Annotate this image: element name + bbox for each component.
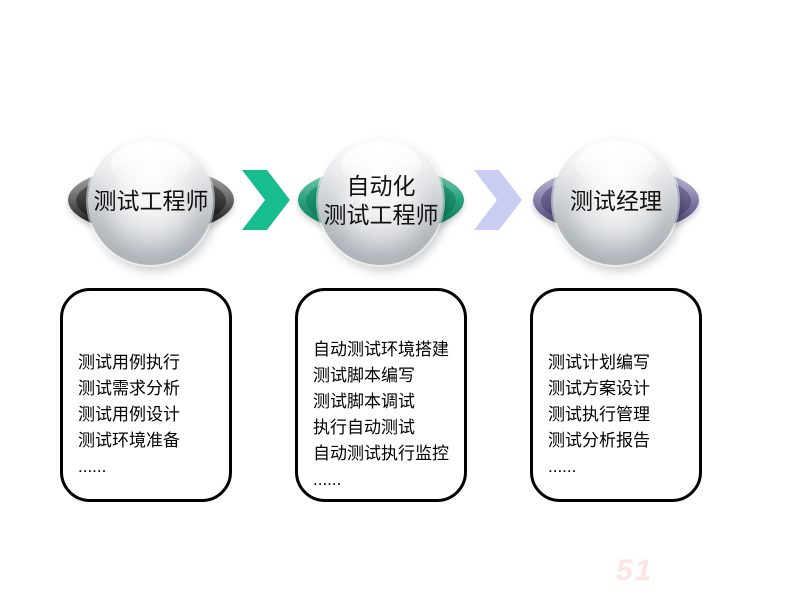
role-node-label-line: 测试工程师 (93, 187, 209, 214)
task-list-item: 测试脚本调试 (313, 392, 415, 411)
task-list-item: 测试用例执行 (78, 353, 180, 372)
task-box-automation-test-engineer: 自动测试环境搭建测试脚本编写测试脚本调试执行自动测试自动测试执行监控...... (295, 288, 467, 502)
task-box-test-engineer: 测试用例执行测试需求分析测试用例设计测试环境准备...... (60, 288, 232, 502)
sphere-shape (318, 137, 443, 265)
task-box-test-manager: 测试计划编写测试方案设计测试执行管理测试分析报告...... (530, 288, 702, 502)
role-node-label-line: 测试经理 (570, 187, 662, 214)
task-list-item: 测试用例设计 (78, 405, 180, 424)
task-list-item: 测试方案设计 (548, 379, 650, 398)
task-list-item: ...... (313, 470, 342, 489)
role-node-label: 测试经理 (513, 135, 719, 267)
role-node-label: 自动化 测试工程师 (278, 135, 484, 267)
task-list-item: ...... (548, 457, 577, 476)
watermark: 51 (616, 554, 654, 587)
role-node-label-line: 自动化 (346, 173, 416, 199)
task-list-item: 测试环境准备 (78, 431, 180, 450)
sphere-shape (553, 137, 678, 265)
role-node-label-line: 测试工程师 (323, 202, 439, 228)
task-list: 测试用例执行测试需求分析测试用例设计测试环境准备...... (63, 350, 229, 480)
task-list-item: 测试计划编写 (548, 353, 650, 372)
task-list-item: 自动测试执行监控 (313, 444, 449, 463)
role-node-test-manager: 测试经理 (533, 135, 699, 275)
role-node-test-engineer: 测试工程师 (68, 135, 234, 275)
role-node-label: 测试工程师 (48, 135, 254, 267)
task-list-item: 测试执行管理 (548, 405, 650, 424)
task-list: 自动测试环境搭建测试脚本编写测试脚本调试执行自动测试自动测试执行监控...... (298, 337, 464, 493)
task-list-item: 测试需求分析 (78, 379, 180, 398)
sphere-shape (88, 137, 213, 265)
task-list-item: 测试脚本编写 (313, 366, 415, 385)
task-list-item: 自动测试环境搭建 (313, 340, 449, 359)
task-list-item: 测试分析报告 (548, 431, 650, 450)
task-list-item: ...... (78, 457, 107, 476)
role-node-automation-test-engineer: 自动化 测试工程师 (298, 135, 464, 275)
task-list-item: 执行自动测试 (313, 418, 415, 437)
task-list: 测试计划编写测试方案设计测试执行管理测试分析报告...... (533, 350, 699, 480)
